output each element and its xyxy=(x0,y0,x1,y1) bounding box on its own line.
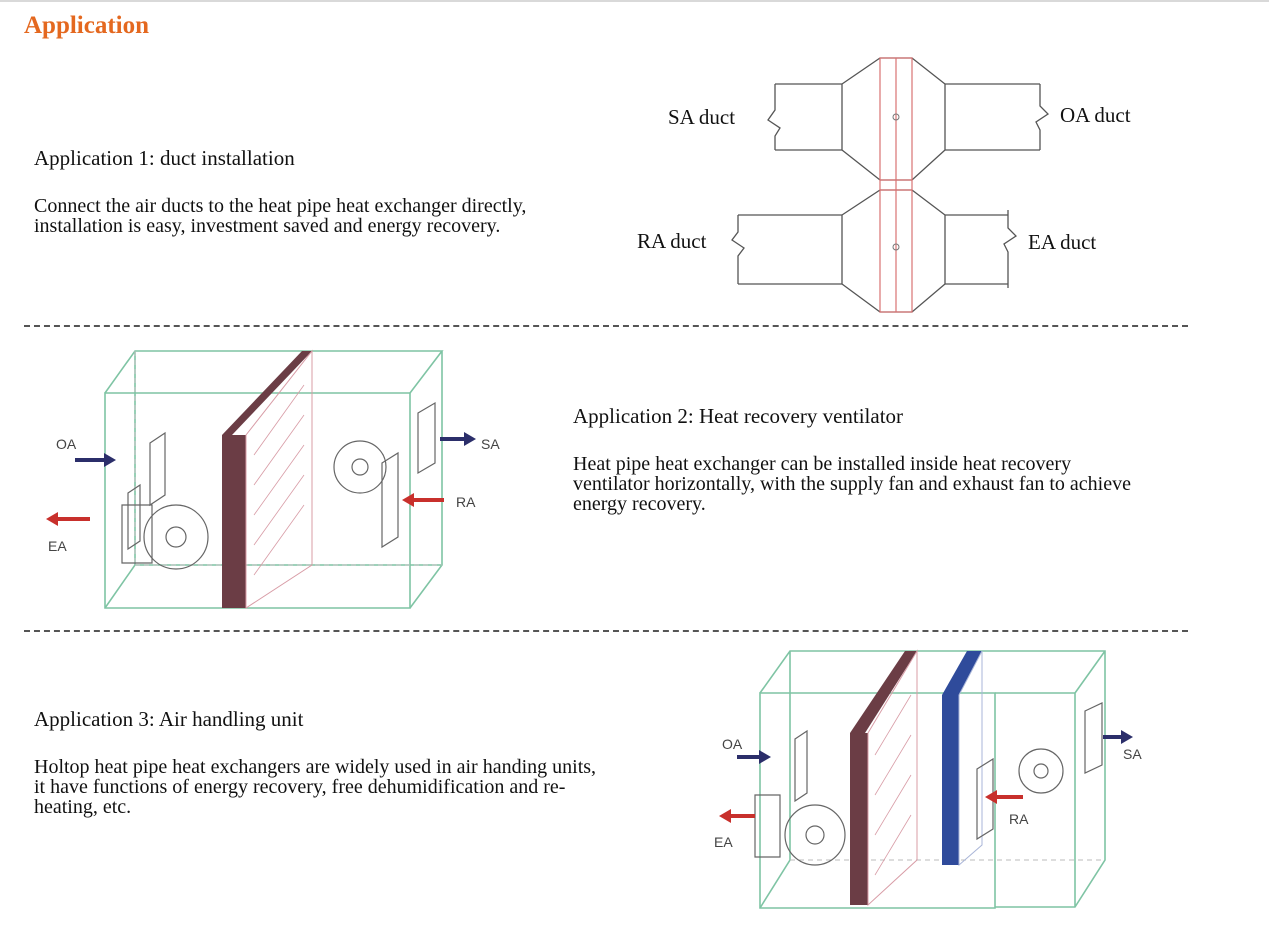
application-1-description: Connect the air ducts to the heat pipe h… xyxy=(34,195,527,237)
sa-duct xyxy=(775,83,842,151)
sa-arrow-icon xyxy=(440,432,476,446)
reheat-coil-side xyxy=(958,650,983,867)
exchanger-top-face xyxy=(850,651,917,733)
reheat-coil xyxy=(942,695,959,865)
exchanger-core xyxy=(879,57,913,313)
heat-recovery-ventilator-diagram: OA EA SA RA xyxy=(46,349,500,609)
oa-duct-label: OA duct xyxy=(1060,103,1131,127)
upper-port-icon xyxy=(892,113,900,121)
oa-duct xyxy=(945,83,1040,151)
ra-duct-label: RA duct xyxy=(637,229,707,253)
ea-arrow-icon xyxy=(46,512,90,526)
ea-label: EA xyxy=(48,538,67,554)
ra-label: RA xyxy=(1009,811,1029,827)
exchanger-core xyxy=(222,435,246,608)
ra-arrow-icon xyxy=(985,790,1023,804)
application-3-heading: Application 3: Air handling unit xyxy=(34,707,304,731)
application-2-heading: Application 2: Heat recovery ventilator xyxy=(573,404,904,428)
application-1-heading: Application 1: duct installation xyxy=(34,146,295,170)
lower-transition xyxy=(841,189,946,313)
oa-arrow-icon xyxy=(737,750,771,764)
exchanger-hatch xyxy=(874,694,912,876)
oa-label: OA xyxy=(56,436,77,452)
ea-label: EA xyxy=(714,834,733,850)
air-handling-unit-diagram: OA EA SA RA xyxy=(714,649,1142,909)
unit-outline xyxy=(759,650,1106,909)
section-divider-2 xyxy=(24,630,1188,632)
exchanger-top-face xyxy=(222,351,312,435)
exchanger-side xyxy=(245,349,313,609)
exchanger-side xyxy=(867,649,918,907)
top-rule xyxy=(0,0,1269,2)
application-2-description: Heat pipe heat exchanger can be installe… xyxy=(573,453,1131,515)
sa-label: SA xyxy=(481,436,500,452)
lower-port-icon xyxy=(892,243,900,251)
sa-label: SA xyxy=(1123,746,1142,762)
supply-fan-icon xyxy=(754,729,846,866)
ra-label: RA xyxy=(456,494,476,510)
oa-duct-break xyxy=(1035,84,1050,150)
sa-duct-break xyxy=(767,84,781,150)
hidden-edges xyxy=(134,351,442,566)
ea-duct-break xyxy=(1003,210,1018,288)
exchanger-core xyxy=(850,733,868,905)
ra-arrow-icon xyxy=(402,493,444,507)
ra-duct-break xyxy=(731,215,745,284)
duct-installation-diagram: SA duct OA duct RA duct EA duct xyxy=(637,57,1131,313)
oa-label: OA xyxy=(722,736,743,752)
section-divider-1 xyxy=(24,325,1188,327)
reheat-coil-top-face xyxy=(942,651,982,695)
supply-fan-icon xyxy=(121,431,209,570)
sa-duct-label: SA duct xyxy=(668,105,735,129)
application-3-description: Holtop heat pipe heat exchangers are wid… xyxy=(34,756,597,818)
sa-arrow-icon xyxy=(1103,730,1133,744)
exhaust-fan-icon xyxy=(976,702,1103,841)
exhaust-fan-icon xyxy=(333,401,436,549)
ra-duct xyxy=(738,214,842,285)
ea-duct xyxy=(945,214,1008,285)
ea-arrow-icon xyxy=(719,809,755,823)
oa-arrow-icon xyxy=(75,453,116,467)
page-title: Application xyxy=(24,12,150,39)
exchanger-hatch xyxy=(253,384,305,576)
ea-duct-label: EA duct xyxy=(1028,230,1096,254)
